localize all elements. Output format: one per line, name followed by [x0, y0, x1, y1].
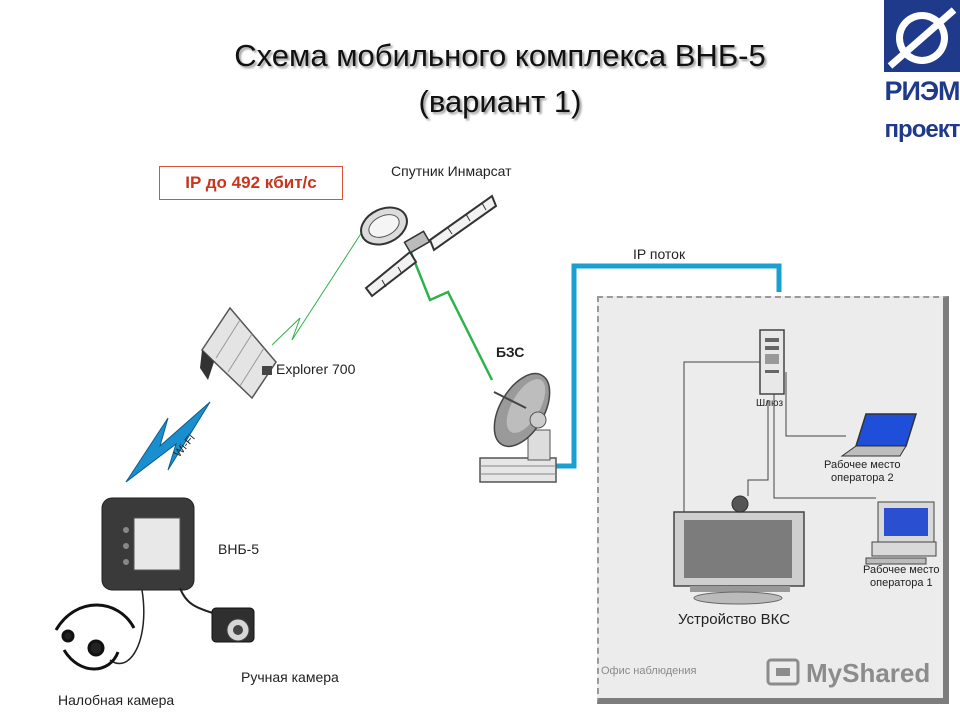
- ip-stream-label: IP поток: [633, 246, 686, 262]
- riem-logo: [884, 0, 960, 72]
- camera-cable: [109, 589, 145, 665]
- hand-camera-icon: [211, 607, 255, 643]
- bzs-label: БЗС: [496, 344, 525, 360]
- gateway-label: Шлюз: [756, 398, 784, 409]
- hand-camera-cable: [179, 587, 217, 615]
- diagram-title-line1: Схема мобильного комплекса ВНБ-5: [234, 38, 766, 73]
- ip-stream-link: [556, 263, 782, 469]
- myshared-icon: [766, 658, 800, 686]
- head-camera-icon: [54, 603, 136, 671]
- watermark-text: MyShared: [806, 658, 931, 688]
- ip-rate-box: IP до 492 кбит/с: [159, 166, 343, 200]
- operator1-label-line1: Рабочее место: [863, 564, 940, 576]
- satellite-label: Спутник Инмарсат: [391, 163, 512, 179]
- operator1-pc-icon: [865, 501, 937, 565]
- head-camera-label: Налобная камера: [58, 692, 175, 708]
- vnb5-device-icon: [101, 497, 195, 591]
- logo-text-line1: РИЭМ: [884, 76, 960, 106]
- office-label: Офис наблюдения: [601, 665, 697, 677]
- gateway-server-icon: [759, 329, 785, 395]
- logo-text-line2: проект: [884, 116, 960, 143]
- satellite-link-explorer: [271, 231, 363, 346]
- office-network-lines: [683, 361, 876, 520]
- explorer-label: Explorer 700: [276, 361, 356, 377]
- vnb5-label: ВНБ-5: [218, 541, 260, 557]
- operator1-label-line2: оператора 1: [870, 577, 933, 589]
- explorer-700-terminal-icon: [200, 306, 277, 400]
- wifi-bolt-icon: [125, 401, 211, 483]
- satellite-link-bzs: [408, 249, 494, 381]
- vks-device-icon: [673, 495, 805, 605]
- operator2-label-line2: оператора 2: [831, 472, 894, 484]
- operator2-laptop-icon: [840, 413, 918, 457]
- bzs-dish-icon: [479, 372, 557, 483]
- satellite-icon: [360, 194, 498, 298]
- diagram-title-line2: (вариант 1): [418, 84, 582, 119]
- operator2-label-line1: Рабочее место: [824, 459, 901, 471]
- vks-label: Устройство ВКС: [678, 611, 791, 628]
- hand-camera-label: Ручная камера: [241, 669, 339, 685]
